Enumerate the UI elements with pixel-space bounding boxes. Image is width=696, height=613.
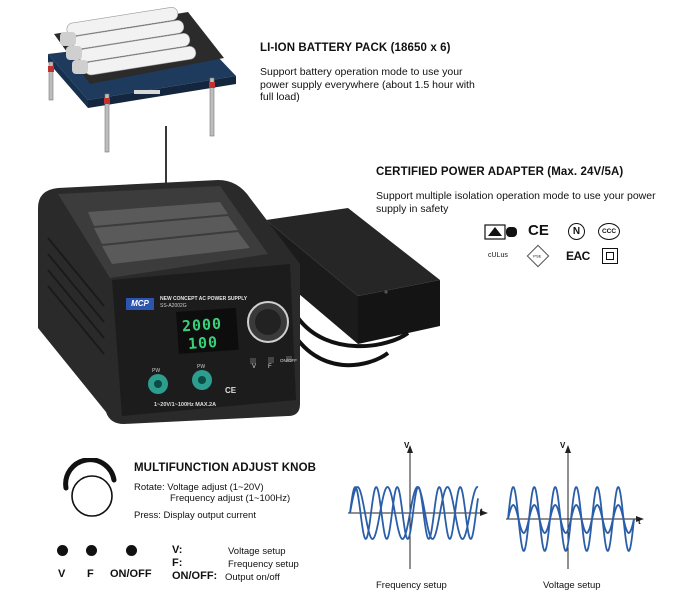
wave2-axis-v: V <box>560 441 566 450</box>
knob-rotate-desc: Rotate: Voltage adjust (1~20V) Frequency… <box>134 482 291 504</box>
power-adapter-description: Support multiple isolation operation mod… <box>376 190 656 215</box>
on-off-button-dot <box>126 545 137 556</box>
wave2-axis-t: t <box>638 517 641 526</box>
power-supply-illustration <box>38 180 440 424</box>
v-button-label: V <box>58 568 66 580</box>
device-model: SS-A2002G <box>160 303 187 309</box>
battery-pack-illustration <box>48 7 236 153</box>
power-adapter-title: CERTIFIED POWER ADAPTER (Max. 24V/5A) <box>376 166 624 178</box>
double-insulation-icon <box>602 248 618 264</box>
wave1-axis-v: V <box>404 441 410 450</box>
current-display: 100 <box>187 332 219 354</box>
certification-marks: CE N CCC cULus PSE EAC <box>484 222 634 272</box>
legend-on-key: ON/OFF: <box>172 570 218 582</box>
device-panel-title: NEW CONCEPT AC POWER SUPPLY <box>160 296 248 302</box>
knob-press-desc: Press: Display output current <box>134 510 256 521</box>
device-button-v: V <box>252 364 257 370</box>
legend-f-key: F: <box>172 557 183 569</box>
adjust-knob-icon <box>63 458 117 517</box>
safety-mark-icon <box>484 224 517 240</box>
on-off-button-label: ON/OFF <box>110 568 152 580</box>
legend-on-value: Output on/off <box>225 572 280 583</box>
voltage-setup-caption: Voltage setup <box>543 580 601 591</box>
knob-title: MULTIFUNCTION ADJUST KNOB <box>134 462 317 474</box>
device-spec-label: 1~20V/1~100Hz MAX.2A <box>154 402 217 408</box>
legend-v-key: V: <box>172 544 183 556</box>
device-ce-mark: CE <box>225 386 237 395</box>
v-button-dot <box>57 545 68 556</box>
eac-mark: EAC <box>566 249 590 263</box>
wave1-axis-t: t <box>480 507 483 516</box>
frequency-setup-caption: Frequency setup <box>376 580 447 591</box>
frequency-waveform <box>348 445 488 569</box>
battery-pack-title: LI-ION BATTERY PACK (18650 x 6) <box>260 42 451 54</box>
culus-mark: cULus <box>488 252 508 259</box>
legend-v-value: Voltage setup <box>228 546 286 557</box>
battery-pack-description: Support battery operation mode to use yo… <box>260 66 475 103</box>
port-label-right: PW <box>197 364 206 370</box>
device-button-f: F <box>268 364 272 370</box>
port-label-left: PW <box>152 368 161 374</box>
voltage-waveform <box>506 445 644 569</box>
n-mark: N <box>568 223 585 240</box>
f-button-label: F <box>87 568 94 580</box>
pse-mark: PSE <box>526 244 550 268</box>
ccc-mark: CCC <box>598 223 620 240</box>
f-button-dot <box>86 545 97 556</box>
ce-mark: CE <box>528 222 549 239</box>
device-brand-logo: MCP <box>126 298 154 310</box>
legend-f-value: Frequency setup <box>228 559 299 570</box>
device-button-on: ON/OFF <box>280 358 297 363</box>
